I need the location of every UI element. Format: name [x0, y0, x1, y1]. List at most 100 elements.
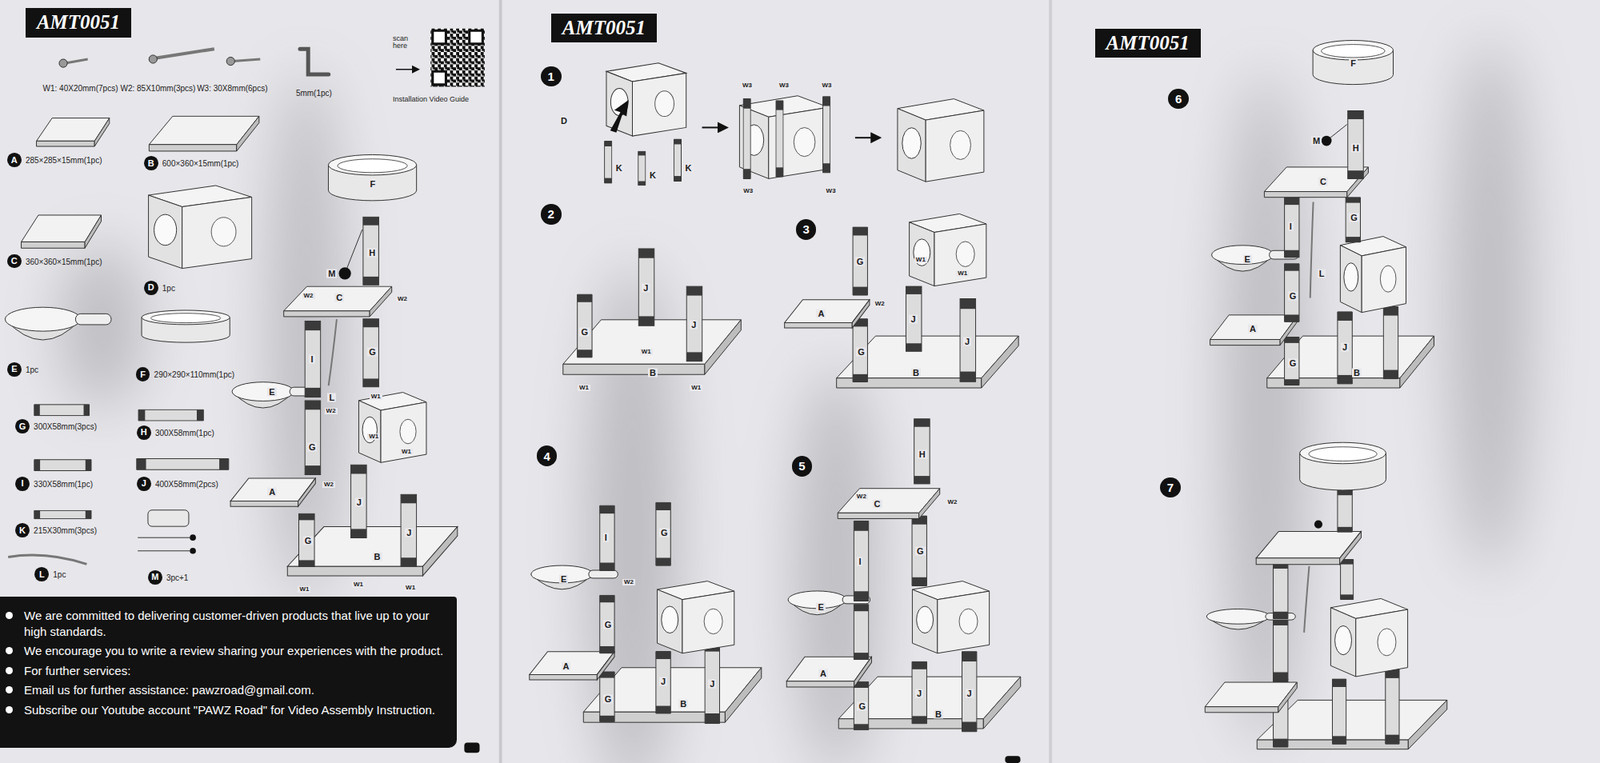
screw-label: W3 [777, 82, 791, 89]
step-number: 6 [1168, 88, 1189, 110]
part-dimension: 330X58mm(1pc) [33, 479, 93, 488]
part-letter: G [367, 348, 378, 357]
part-letter: A [818, 668, 828, 678]
part-dimension: 600×360×15mm(1pc) [162, 159, 240, 168]
part-letter: K [684, 164, 694, 173]
part-letter: C [872, 500, 883, 509]
screw-label: W1 [297, 586, 311, 593]
part-letter: J [1340, 342, 1349, 352]
qr-caption: Installation Video Guide [392, 96, 469, 104]
part-letter: C [334, 293, 344, 303]
node-text: L [39, 570, 45, 580]
node-text: F [140, 370, 146, 380]
part-letter: F [1348, 59, 1358, 68]
bullet-text: For further services: [20, 663, 446, 680]
node-text: B [148, 159, 155, 168]
part-letter: B [372, 552, 383, 562]
step-number: 2 [540, 204, 562, 225]
node-text: 7 [1167, 481, 1174, 494]
screw-label: W1 [914, 256, 928, 264]
part-letter-badge: F [136, 367, 151, 382]
part-dimension: 1pc [25, 364, 39, 374]
screw-label: W3 [741, 188, 755, 195]
step-number: 3 [796, 219, 817, 240]
part-letter: F [368, 179, 377, 188]
screw-label: W1 [352, 581, 365, 588]
part-letter: J [689, 320, 698, 329]
step-number: 1 [540, 66, 562, 88]
part-letter: M [326, 268, 337, 278]
part-letter: L [327, 393, 336, 403]
part-letter-badge: B [144, 156, 159, 171]
screw-label: W1 [400, 448, 413, 456]
screw-label: W3 [824, 188, 838, 195]
part-dimension: 215X30mm(3pcs) [33, 526, 97, 536]
model-tag: AMT0051 [1095, 28, 1201, 59]
part-letter: B [933, 709, 944, 719]
part-letter: H [917, 449, 928, 459]
screw-label: W1 [369, 393, 383, 400]
node-text: 1 [548, 70, 555, 83]
part-letter: E [1243, 254, 1252, 264]
part-letter: G [855, 256, 866, 266]
part-letter: E [559, 575, 568, 584]
screw-label: W2 [945, 499, 959, 506]
node-text: J [141, 479, 147, 488]
part-letter-badge: E [7, 362, 22, 377]
part-letter: D [559, 116, 569, 125]
hardware-spec: 5mm(1pc) [296, 88, 332, 98]
part-dimension: 360×360×15mm(1pc) [25, 256, 103, 266]
hardware-spec: W3: 30X8mm(6pcs) [196, 83, 268, 92]
node-text: M [151, 572, 159, 582]
part-letter: J [908, 315, 917, 324]
part-letter: J [708, 679, 716, 688]
part-letter-badge: J [136, 476, 152, 492]
part-dimension: 1pc [162, 283, 176, 292]
node-text: AMT0051 [1106, 32, 1190, 54]
node-text: D [148, 283, 155, 292]
part-letter: G [659, 528, 670, 537]
part-letter: G [307, 442, 318, 452]
hardware-spec: W1: 40X20mm(7pcs) [43, 83, 119, 92]
bullet-text: Subscribe our Youtube account "PAWZ Road… [20, 702, 446, 719]
step-number: 5 [792, 456, 813, 477]
part-letter: G [1288, 359, 1299, 368]
part-dimension: 300X58mm(1pc) [155, 428, 215, 437]
part-letter: G [915, 546, 926, 556]
part-dimension: 300X58mm(3pcs) [33, 422, 97, 432]
model-tag: AMT0051 [551, 13, 657, 44]
part-letter: A [561, 661, 572, 671]
part-letter: E [816, 602, 825, 612]
part-letter: B [648, 368, 658, 377]
part-letter: K [614, 164, 624, 173]
node-text: K [19, 526, 26, 536]
part-dimension: 290×290×110mm(1pc) [154, 370, 235, 380]
part-letter: A [1248, 324, 1258, 333]
part-letter-badge: K [15, 523, 30, 538]
part-dimension: 3pc+1 [166, 572, 189, 582]
part-letter: L [1317, 268, 1327, 278]
part-letter: M [1311, 136, 1322, 146]
node-text: C [11, 256, 18, 266]
part-letter: K [648, 171, 658, 180]
node-text: 2 [548, 208, 555, 220]
part-letter-badge: L [34, 567, 49, 582]
node-text: I [21, 479, 24, 488]
screw-label: W2 [302, 292, 316, 300]
node-text: 5 [798, 460, 805, 472]
screw-label: W1 [689, 384, 703, 392]
screw-label: W3 [740, 82, 754, 89]
part-letter: G [856, 701, 868, 711]
part-letter: H [367, 248, 377, 258]
model-tag: AMT0051 [25, 8, 132, 38]
screw-label: W1 [404, 584, 417, 592]
part-dimension: 1pc [52, 570, 66, 580]
screw-label: W2 [396, 296, 409, 303]
node-text: 4 [543, 450, 550, 463]
node-text: E [11, 364, 17, 374]
hardware-spec: W2: 85X10mm(3pcs) [120, 83, 196, 92]
screw-label: W1 [577, 384, 591, 392]
screw-label: W1 [956, 270, 969, 277]
part-letter-badge: C [7, 254, 22, 269]
